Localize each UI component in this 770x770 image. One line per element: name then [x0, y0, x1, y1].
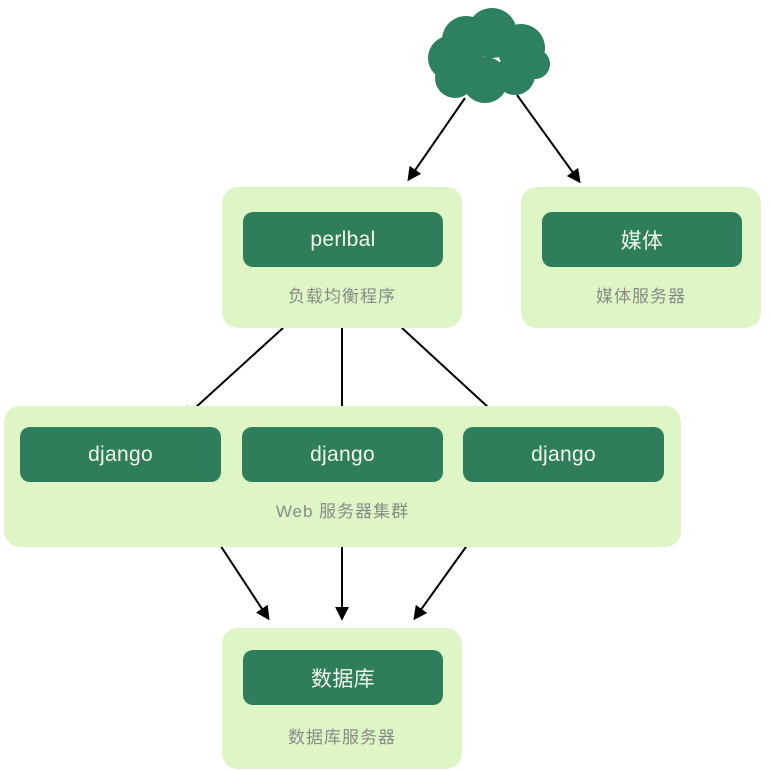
django-node-3: django	[463, 427, 664, 482]
media-server-group: 媒体 媒体服务器	[521, 187, 761, 328]
database-caption: 数据库服务器	[288, 728, 396, 747]
load-balancer-caption: 负载均衡程序	[288, 287, 396, 306]
arrow-cloud-to-load-balancer	[407, 97, 466, 182]
django-node-1: django	[20, 427, 221, 482]
web-cluster-group: django django django Web 服务器集群	[4, 406, 681, 547]
media-server-caption: 媒体服务器	[596, 287, 686, 306]
perlbal-node: perlbal	[243, 212, 443, 267]
load-balancer-group: perlbal 负载均衡程序	[222, 187, 462, 328]
internet-cloud-icon	[428, 8, 550, 103]
web-cluster-caption: Web 服务器集群	[275, 502, 410, 521]
arrow-cloud-to-media-server	[516, 94, 581, 184]
django-node-2: django	[242, 427, 443, 482]
database-node: 数据库	[243, 650, 443, 705]
arrow-load-balancer-to-django-1	[181, 327, 284, 420]
media-node: 媒体	[542, 212, 742, 267]
database-group: 数据库 数据库服务器	[222, 628, 462, 769]
